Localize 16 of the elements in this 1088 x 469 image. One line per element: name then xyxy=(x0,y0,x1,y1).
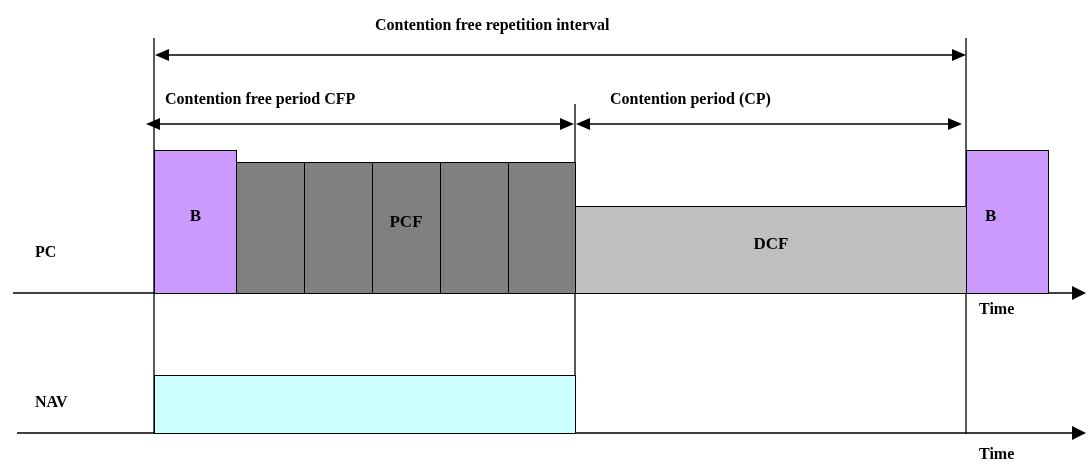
row-label: NAV xyxy=(35,393,68,411)
axis-label: Time xyxy=(979,445,1015,463)
dcf-frame xyxy=(575,206,967,294)
frame-label: DCF xyxy=(753,234,789,254)
axis-label: Time xyxy=(979,300,1015,318)
pcf-frame-block xyxy=(236,162,576,294)
nav-bar xyxy=(154,375,576,434)
beacon-frame xyxy=(154,150,237,294)
period-label: Contention free period CFP xyxy=(165,90,356,108)
frame-label: B xyxy=(189,206,202,226)
beacon-frame xyxy=(966,150,1049,294)
interval-label: Contention free repetition interval xyxy=(375,16,610,34)
row-label: PC xyxy=(35,243,57,261)
frame-label: B xyxy=(985,206,997,226)
frame-label: PCF xyxy=(389,212,423,232)
period-label: Contention period (CP) xyxy=(610,90,771,108)
